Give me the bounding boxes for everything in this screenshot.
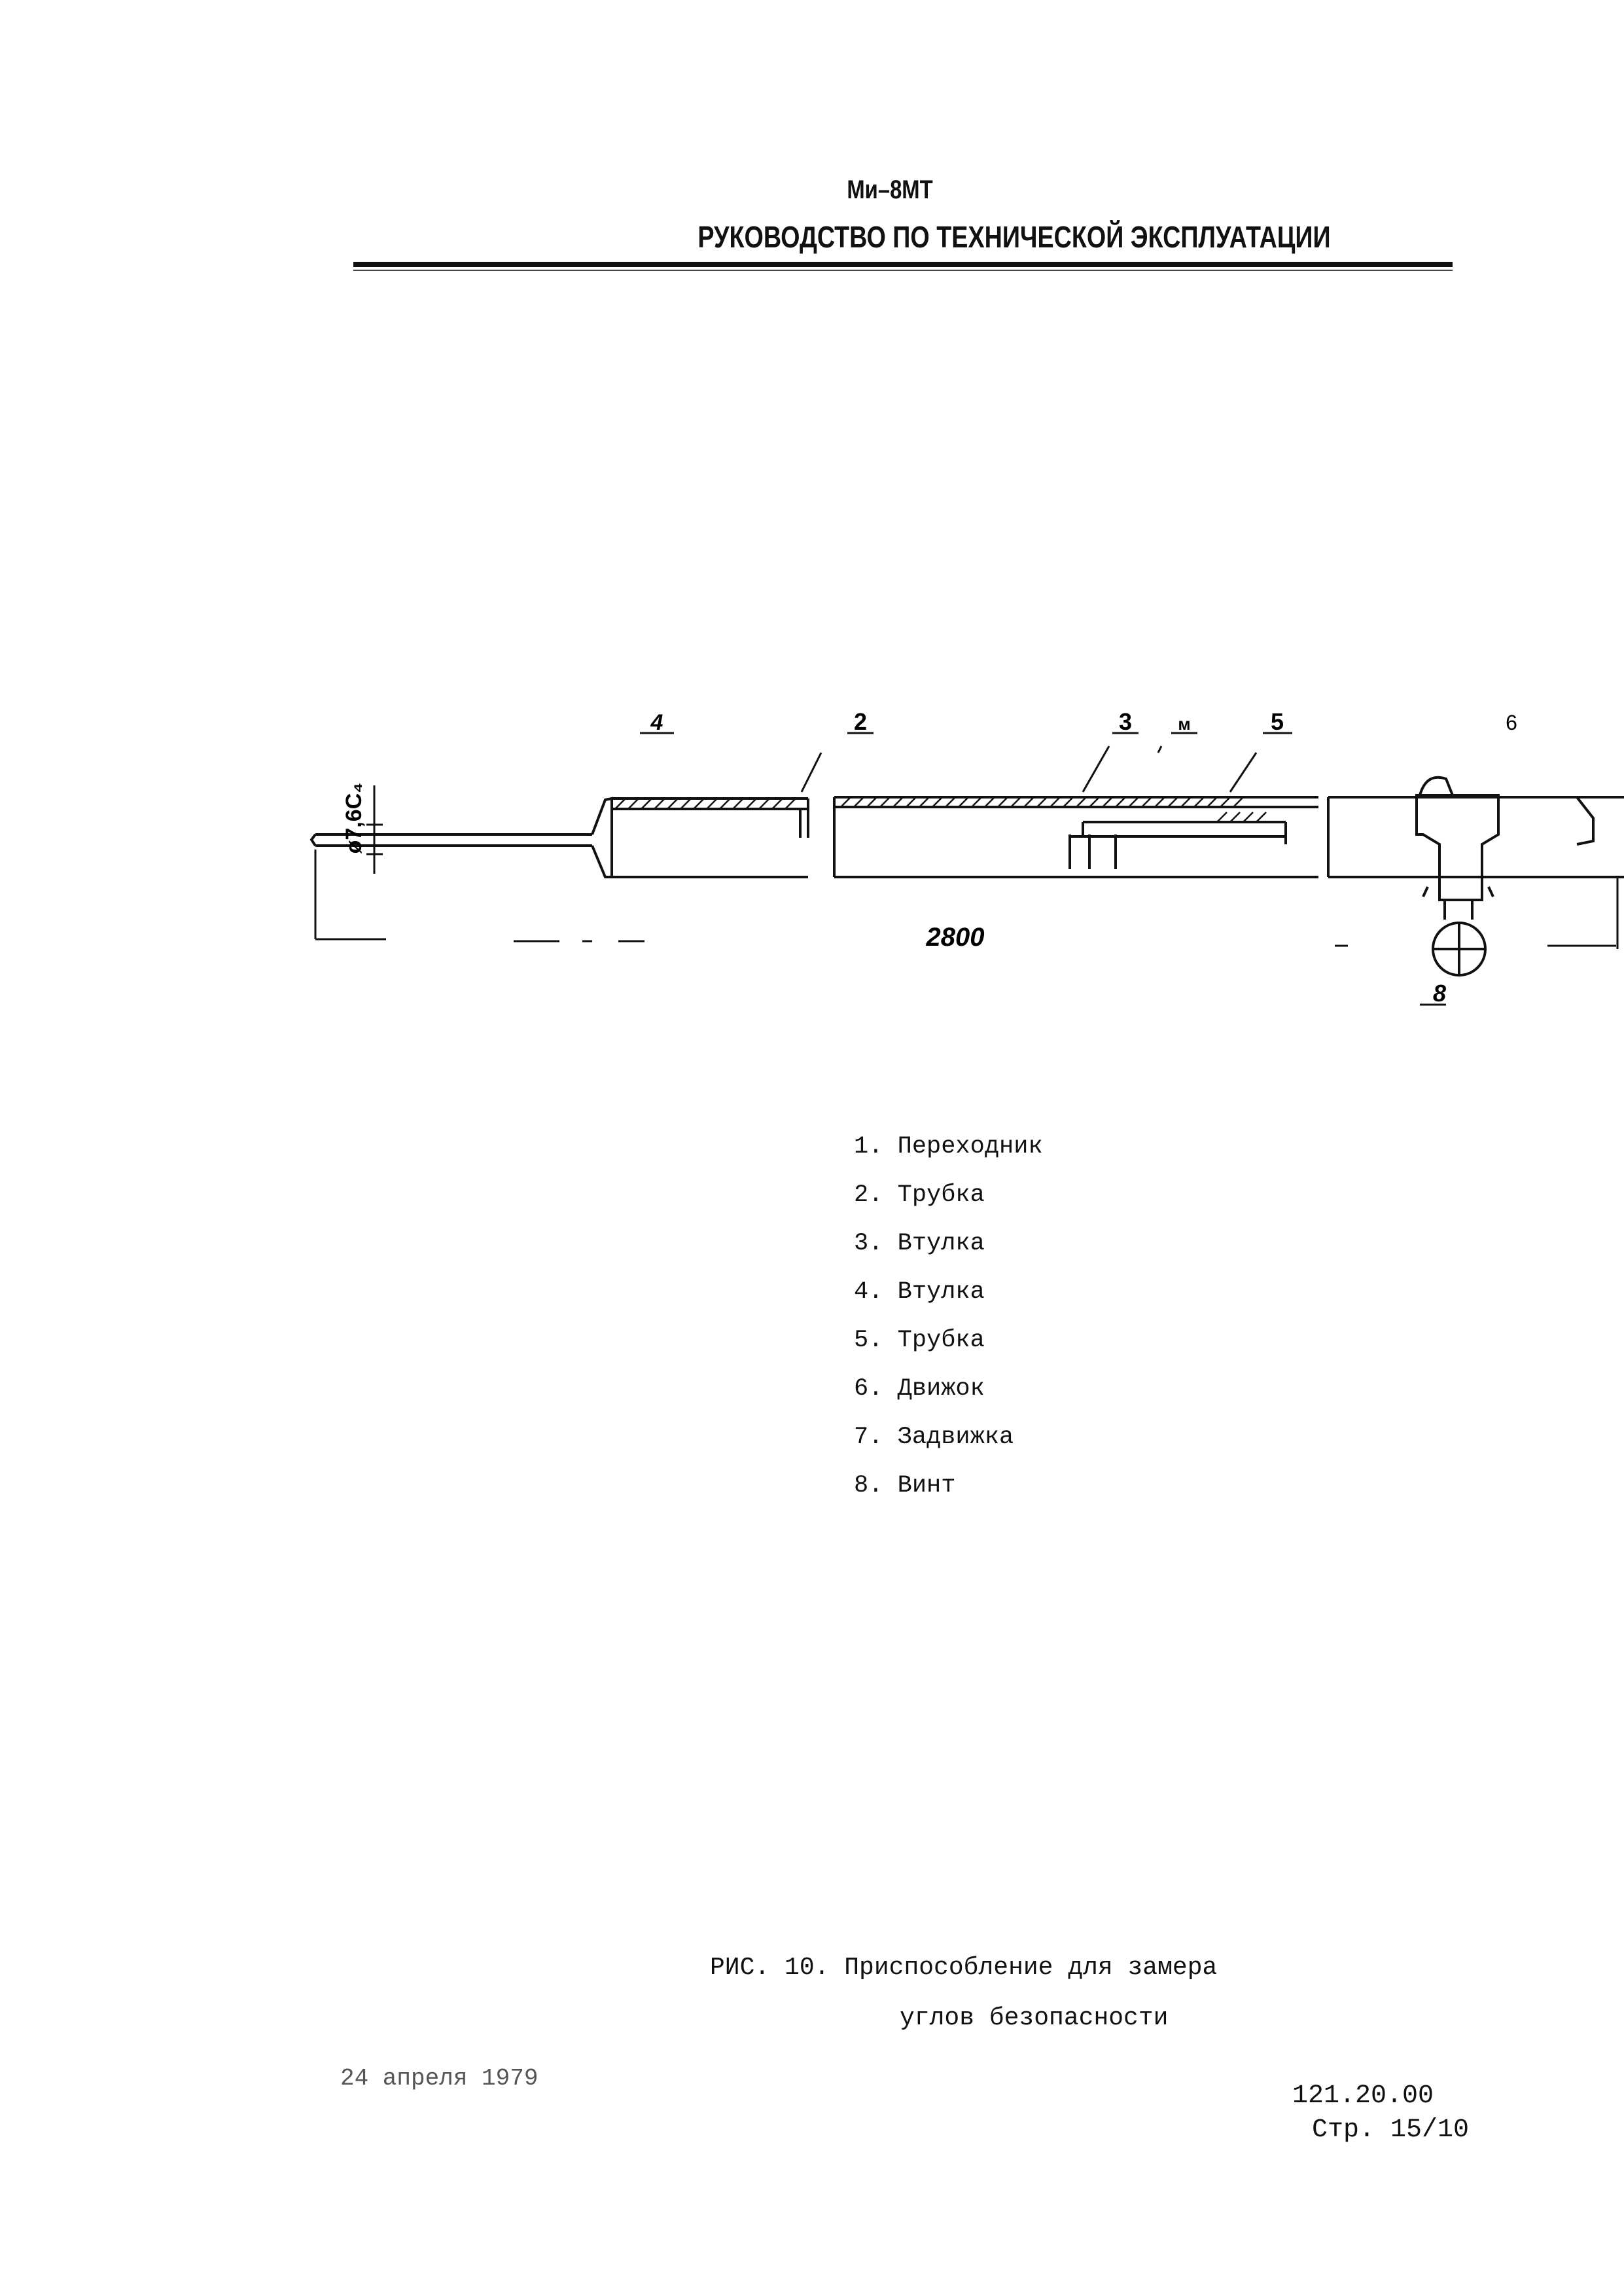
callout-3: 3: [1119, 708, 1132, 735]
callout-8: 8: [1433, 980, 1446, 1007]
legend-item: 3. Втулка: [854, 1230, 985, 1257]
header-rule: [353, 262, 1453, 267]
callout-m: м: [1178, 714, 1190, 734]
slider-screw: [1422, 886, 1494, 920]
figure-caption-line2: углов безопасности: [900, 2004, 1169, 2032]
revision-date: 24 апреля 1979: [340, 2065, 538, 2092]
callout-5: 5: [1271, 708, 1284, 735]
legend-item: 2. Трубка: [854, 1181, 985, 1209]
hatch-3: [1216, 812, 1267, 823]
tube-section-1: [612, 797, 809, 878]
header-rule-thin: [353, 270, 1453, 271]
legend-item: 6. Движок: [854, 1375, 985, 1403]
tube-section-2: [833, 796, 1318, 878]
legend-item: 4. Втулка: [854, 1278, 985, 1306]
legend-item: 7. Задвижка: [854, 1424, 1014, 1451]
legend-item: 8. Винт: [854, 1472, 956, 1499]
aircraft-model: Ми–8МТ: [847, 175, 933, 204]
leader-2: [800, 752, 822, 793]
slider-cap: [1419, 776, 1454, 796]
rod-outline: [309, 833, 592, 847]
technical-drawing: ø7,6С₄ 2800 4 2 3 м 5 6 8: [309, 708, 1624, 1007]
legend-item: 1. Переходник: [854, 1133, 1043, 1160]
dimension-line-right: [1335, 877, 1619, 949]
parts-legend: 1. Переходник 2. Трубка 3. Втулка 4. Вту…: [854, 1122, 1043, 1510]
tube-marks: [1068, 834, 1117, 869]
tube-section-3: [1327, 796, 1624, 878]
hatch-2: [840, 797, 1244, 808]
callout-2: 2: [854, 708, 867, 735]
page-number: Стр. 15/10: [1312, 2115, 1470, 2145]
leader-3: [1082, 745, 1110, 793]
cone-adapter: [591, 797, 613, 878]
leader-5: [1229, 752, 1258, 793]
diameter-label: ø7,6С₄: [342, 783, 366, 854]
legend-item: 5. Трубка: [854, 1327, 985, 1354]
length-label: 2800: [926, 923, 985, 952]
callout-6: 6: [1506, 711, 1517, 734]
hatch-1: [614, 798, 796, 810]
figure-caption-line1: РИС. 10. Приспособление для замера: [710, 1954, 1218, 1982]
slider-body: [1415, 794, 1500, 901]
dimension-line-left: [314, 850, 386, 941]
leader-m: [1157, 745, 1163, 753]
document-number: 121.20.00: [1292, 2081, 1434, 2111]
document-title: РУКОВОДСТВО ПО ТЕХНИЧЕСКОЙ ЭКСПЛУАТАЦИИ: [697, 220, 1331, 254]
callout-4: 4: [650, 710, 663, 735]
